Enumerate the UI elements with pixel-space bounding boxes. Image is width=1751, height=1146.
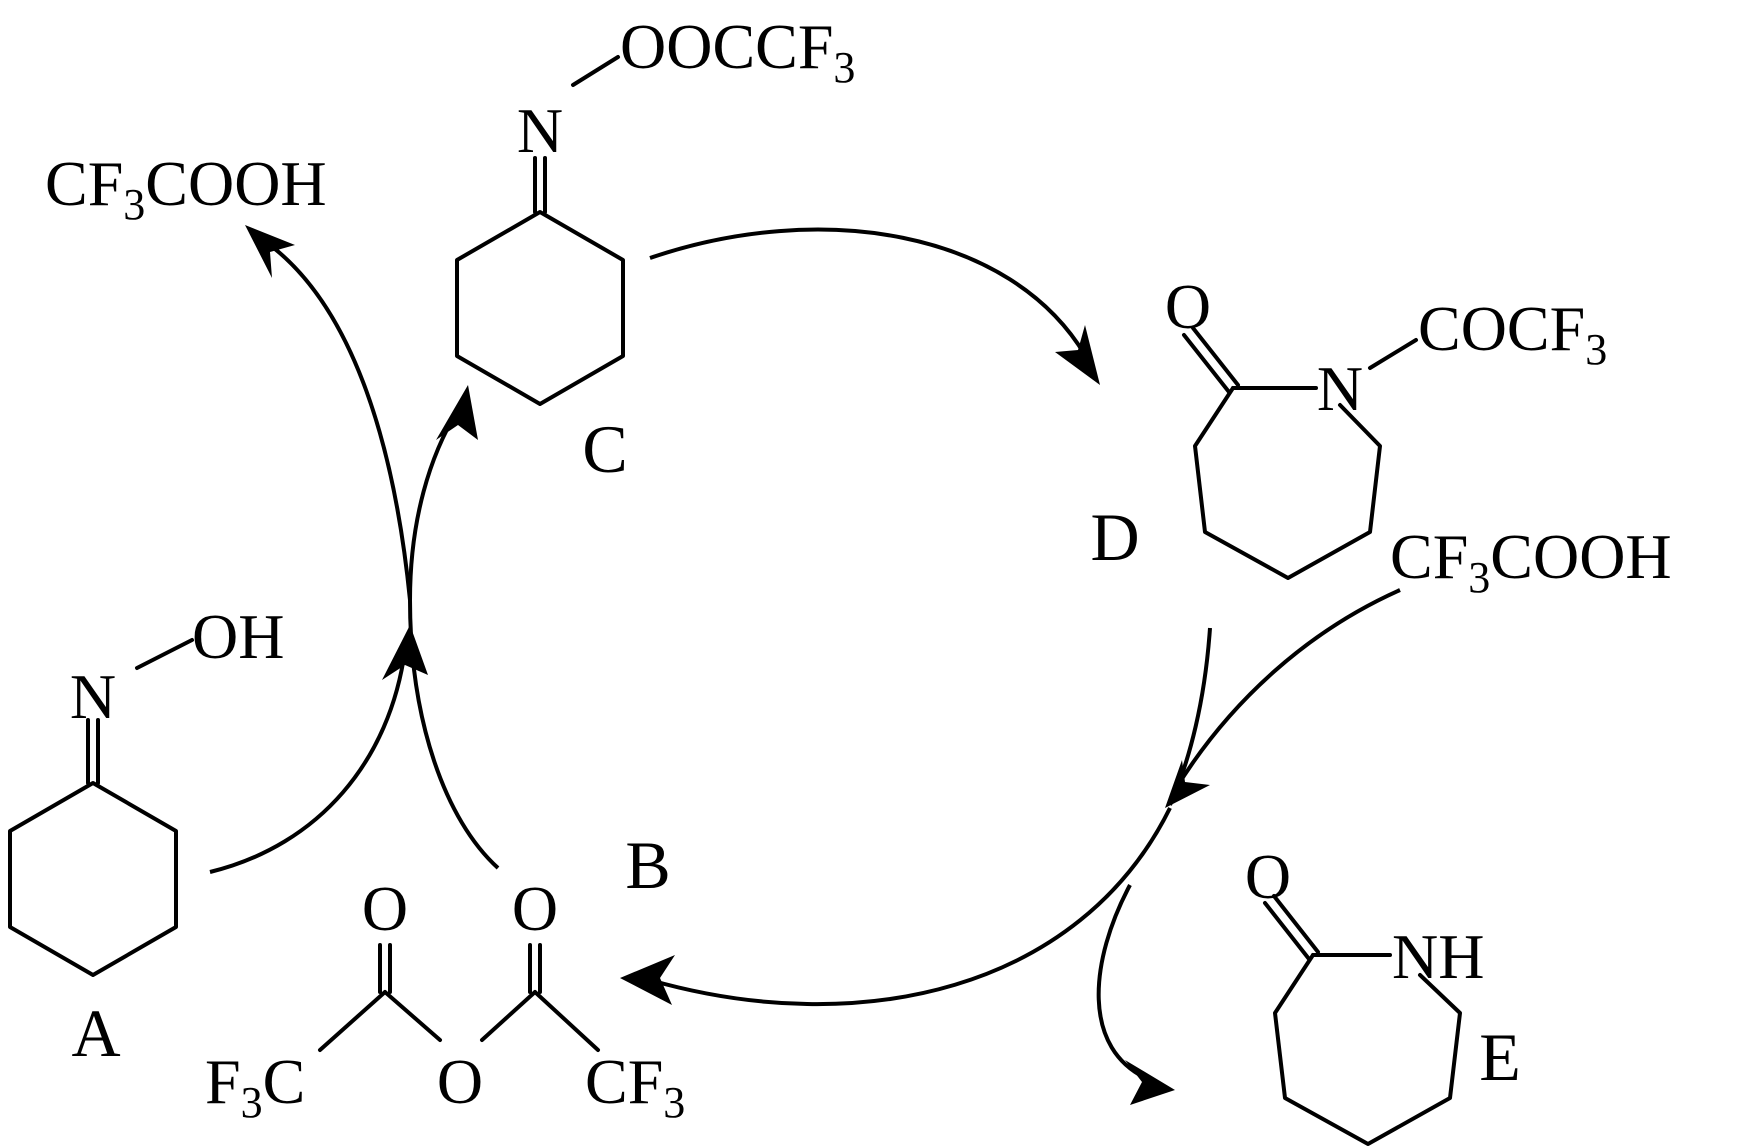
compound-b-left-carbonyl-o: O (362, 873, 408, 944)
compound-a-hydroxyl: OH (192, 601, 284, 672)
compound-d-carbonyl-o: O (1165, 271, 1211, 342)
compound-e-co-double-1 (1263, 901, 1311, 961)
compound-d-co-double-1 (1182, 333, 1231, 394)
compound-c-no-bond (571, 55, 620, 87)
compound-b-bridge-o: O (437, 1046, 483, 1117)
compound-c-substituent: OOCCF3 (620, 11, 855, 92)
compound-b-right-carbonyl-o: O (512, 873, 558, 944)
arrow-merge-to-e (1096, 884, 1151, 1082)
compound-e-co-double-2 (1272, 894, 1320, 954)
arrow-a-to-junction (209, 649, 407, 874)
arrow-c-to-d (649, 227, 1087, 357)
arrow-merge-to-b (649, 807, 1172, 1007)
compound-b-left-c-bond (318, 990, 387, 1052)
arrow-cf3cooh-to-merge (1173, 588, 1401, 792)
compound-e-carbonyl-o: O (1245, 841, 1291, 912)
compound-c: N OOCCF3 C (455, 11, 855, 487)
compound-b-label: B (625, 827, 670, 903)
compound-b: F3C O O O CF3 B (205, 827, 685, 1127)
compound-b-left-bridge-bond (383, 990, 442, 1042)
compound-d-n-acyl-bond (1368, 338, 1418, 370)
compound-c-ring (455, 210, 625, 406)
arrow-merge-to-e-head (1125, 1060, 1175, 1105)
compound-e-label: E (1479, 1019, 1521, 1095)
compound-d-nitrogen: N (1317, 353, 1363, 424)
compound-b-right-cf3: CF3 (585, 1046, 685, 1127)
compound-c-label: C (582, 411, 627, 487)
compound-a-no-bond (135, 638, 194, 670)
compound-b-right-bridge-bond (480, 990, 537, 1042)
arrow-b-upward (408, 599, 500, 870)
arrow-merge-to-b-head (620, 955, 675, 1005)
arrow-a-to-junction-head (382, 625, 428, 680)
compound-e-ring (1273, 953, 1462, 1146)
compound-b-left-cf3: F3C (205, 1046, 305, 1127)
compound-d-co-double-2 (1191, 326, 1240, 387)
compound-c-nitrogen: N (517, 95, 563, 166)
compound-a: N OH A (8, 601, 284, 1071)
compound-d-label: D (1090, 499, 1139, 575)
compound-d-substituent: COCF3 (1418, 293, 1607, 374)
compound-a-label: A (71, 995, 120, 1071)
compound-d-ring (1193, 386, 1382, 580)
arrow-junction-to-c (408, 408, 460, 601)
arrow-junction-to-c-head (436, 385, 478, 440)
arrow-junction-to-cf3cooh (268, 243, 412, 601)
arrow-c-to-d-head (1055, 325, 1100, 385)
compound-e-amine: NH (1392, 921, 1484, 992)
arrow-merge-head (1165, 760, 1210, 808)
compound-b-right-c-bond (533, 990, 600, 1052)
compound-a-ring (8, 781, 178, 977)
compound-a-nitrogen: N (70, 661, 116, 732)
compound-d: O N COCF3 D (1090, 271, 1607, 580)
byproduct-cf3cooh-top-left: CF3COOH (45, 148, 327, 229)
byproduct-cf3cooh-right: CF3COOH (1390, 521, 1672, 602)
arrow-junction-to-cf3cooh-head (245, 225, 295, 278)
compound-e: O NH E (1245, 841, 1521, 1146)
